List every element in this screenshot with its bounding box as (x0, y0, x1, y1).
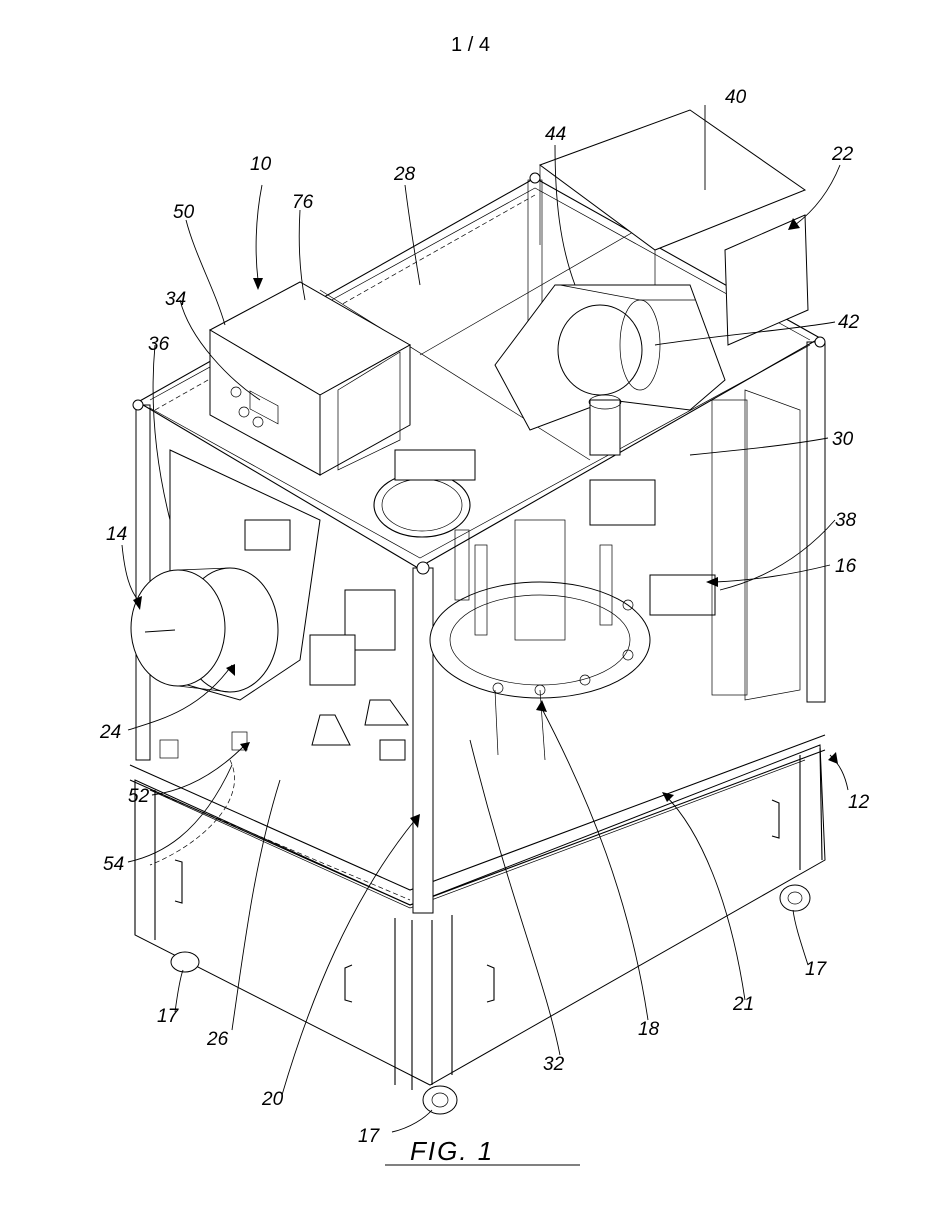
top-enclosure (538, 109, 809, 346)
hidden-line (149, 759, 235, 866)
page-number: 1 / 4 (451, 34, 490, 56)
ref-32: 32 (543, 1054, 565, 1075)
ref-44: 44 (545, 124, 566, 145)
ref-42: 42 (838, 312, 860, 333)
ref-20: 20 (261, 1089, 284, 1110)
figure-caption: FIG. 1 (385, 1136, 580, 1166)
ref-50: 50 (173, 202, 195, 223)
ref-40: 40 (725, 87, 747, 108)
leaders (121, 105, 849, 1133)
ref-38: 38 (835, 510, 857, 531)
ref-17-front: 17 (358, 1126, 381, 1147)
drum-assembly (130, 449, 321, 701)
ref-18: 18 (638, 1019, 660, 1040)
ref-21: 21 (732, 994, 754, 1015)
ref-28: 28 (393, 164, 416, 185)
reference-numerals: 10 76 50 34 36 28 44 40 22 42 30 38 16 1… (99, 87, 870, 1147)
ref-54: 54 (103, 854, 124, 875)
cabinet-handles (174, 799, 780, 1003)
hidden-line (149, 789, 411, 901)
base-cabinet (129, 734, 826, 1090)
ring-guards (373, 472, 471, 538)
ref-16: 16 (835, 556, 857, 577)
ref-36: 36 (148, 334, 170, 355)
rotary-table (394, 449, 716, 761)
ref-76: 76 (292, 192, 314, 213)
ref-14: 14 (106, 524, 127, 545)
ref-17-right: 17 (805, 959, 828, 980)
control-box (208, 281, 412, 476)
ref-52: 52 (128, 786, 150, 807)
ref-10: 10 (250, 154, 272, 175)
ref-12: 12 (848, 792, 870, 813)
left-components (159, 589, 409, 761)
ref-34: 34 (165, 289, 186, 310)
ref-24: 24 (99, 722, 121, 743)
ref-22: 22 (831, 144, 854, 165)
casters (170, 884, 811, 1115)
figure-label: FIG. 1 (410, 1136, 494, 1166)
ref-17-left: 17 (157, 1006, 180, 1027)
ref-26: 26 (206, 1029, 229, 1050)
ref-30: 30 (832, 429, 854, 450)
feed-chute (494, 284, 726, 456)
right-panel (711, 389, 801, 701)
enclosure-frame (132, 172, 826, 914)
